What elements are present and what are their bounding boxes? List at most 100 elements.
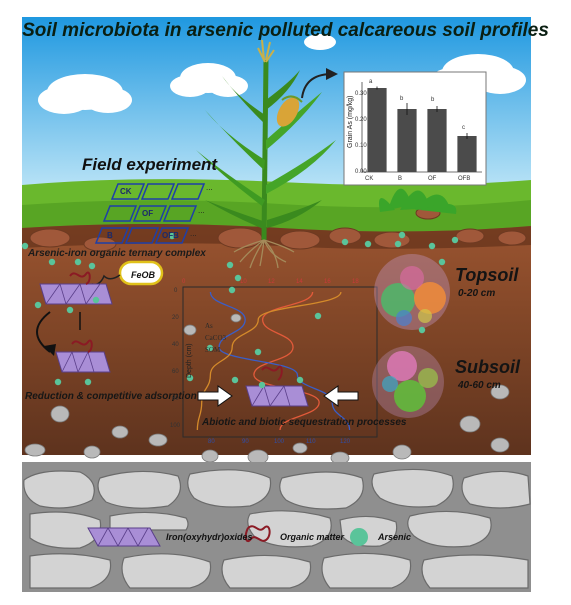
bar-xtick-b: B	[398, 176, 403, 182]
bar-ytick-1: 0.20	[355, 117, 367, 123]
legend-organic-label: Organic matter	[280, 532, 345, 542]
arsenic-dot-10	[428, 242, 436, 250]
depth-ytick-80: 80	[172, 396, 179, 402]
bottom-tick-0: 80	[208, 439, 215, 445]
plot-of	[132, 205, 168, 222]
bar-ytick-3: 0.00	[355, 169, 367, 175]
depth-chart-ylabel: Depth (cm)	[186, 343, 193, 378]
plot-label-b: B	[107, 231, 113, 240]
depth-ytick-20: 20	[172, 315, 179, 321]
complex-label: Arsenic-iron organic ternary complex	[28, 248, 206, 259]
arsenic-dot-25	[66, 306, 74, 314]
top-tick-0: 0	[182, 279, 186, 285]
arsenic-dot-27	[228, 286, 236, 294]
subsoil-microbial-network-icon	[372, 346, 444, 418]
diagram-title: Soil microbiota in arsenic polluted calc…	[22, 20, 549, 41]
plot-ofb	[154, 227, 190, 244]
arsenic-dot-0	[21, 242, 29, 250]
arsenic-particles	[21, 231, 459, 389]
reduction-cycle-arrow	[36, 311, 51, 353]
legend-organic-icon	[244, 525, 271, 542]
legend-iron-swatch	[87, 527, 161, 547]
arsenic-dot-8	[364, 240, 372, 248]
legend-arsenic-label: Arsenic	[378, 532, 412, 542]
bar-of	[427, 109, 447, 172]
depth-ytick-60: 60	[172, 369, 179, 375]
bar-xtick-ofb: OFB	[458, 176, 471, 182]
arsenic-dot-20	[394, 240, 402, 248]
bar-xtick-ck: CK	[365, 176, 374, 182]
plot-label-of: OF	[142, 209, 154, 218]
bar-ytick-2: 0.10	[355, 143, 367, 149]
legend-iron-label: Iron(oxyhydr)oxides	[166, 532, 253, 542]
cloud-middle-icon	[170, 63, 248, 97]
iron-oxide-middle-icon	[55, 339, 111, 373]
plot-dots-1: ...	[206, 183, 213, 192]
plot-label-ofb: OFB	[162, 231, 179, 240]
depth-ytick-0: 0	[174, 288, 178, 294]
subsoil-label: Subsoil	[455, 357, 521, 377]
bar-letter-2: b	[431, 97, 435, 103]
arsenic-dot-1	[48, 258, 56, 266]
depth-ytick-40: 40	[172, 342, 179, 348]
arsenic-dot-14	[314, 312, 322, 320]
topsoil-label: Topsoil	[455, 265, 519, 285]
depth-profile-chart	[196, 291, 351, 431]
arsenic-dot-9	[398, 231, 406, 239]
bar-letter-1: b	[400, 96, 404, 102]
bottom-tick-2: 100	[274, 439, 285, 445]
bottom-tick-4: 120	[340, 439, 351, 445]
arsenic-dot-13	[341, 238, 349, 246]
bar-ytick-0: 0.30	[355, 91, 367, 97]
arsenic-dot-24	[84, 378, 92, 386]
bar-letter-3: c	[462, 125, 465, 131]
plot-b	[94, 227, 130, 244]
topsoil-depth: 0-20 cm	[458, 288, 496, 299]
reduction-label: Reduction & competitive adsorption	[25, 391, 197, 402]
bar-ofb	[457, 136, 477, 172]
arsenic-dot-5	[34, 301, 42, 309]
arsenic-dot-7	[234, 274, 242, 282]
legend-arsenic-dot	[350, 528, 368, 546]
feob-label: FeOB	[131, 270, 156, 280]
legend	[87, 525, 368, 547]
arsenic-dot-16	[254, 348, 262, 356]
arsenic-dot-21	[438, 258, 446, 266]
series-label-as: As	[205, 322, 213, 330]
arsenic-dot-3	[88, 262, 96, 270]
field-experiment-label: Field experiment	[82, 155, 218, 174]
depth-profile-panel	[182, 286, 378, 438]
bottom-tick-1: 90	[242, 439, 249, 445]
grain-arsenic-bar-chart	[361, 82, 482, 173]
plot-dots-3: ...	[190, 229, 197, 238]
arsenic-dot-12	[168, 232, 176, 240]
top-tick-2: 12	[268, 279, 275, 285]
bar-chart-ylabel: Grain As (mg/kg)	[347, 95, 354, 148]
arsenic-dot-11	[451, 236, 459, 244]
series-line-as	[253, 291, 320, 431]
top-tick-3: 14	[296, 279, 303, 285]
bedrock-layer	[22, 462, 531, 592]
series-line-caco3	[209, 291, 351, 431]
arsenic-dot-6	[226, 261, 234, 269]
plot-dots-2: ...	[198, 206, 205, 215]
arsenic-dot-17	[231, 376, 239, 384]
arsenic-dot-2	[74, 258, 82, 266]
sequestration-label: Abiotic and biotic sequestration process…	[202, 417, 407, 428]
plot-ck	[110, 183, 146, 200]
plot-label-ck: CK	[120, 187, 132, 196]
field-plot-grid	[94, 183, 206, 244]
roots-icon	[233, 239, 295, 269]
top-tick-1: 10	[240, 279, 247, 285]
arsenic-dot-18	[258, 381, 266, 389]
iron-oxide-center-icon	[245, 365, 309, 407]
depth-ytick-100: 100	[170, 423, 181, 429]
series-label-caco3: CaCO3	[205, 334, 226, 342]
arsenic-dot-15	[206, 344, 214, 352]
subsoil-depth: 40-60 cm	[458, 380, 501, 391]
cloud-left-icon	[38, 74, 132, 114]
arsenic-dot-26	[186, 374, 194, 382]
corn-plant-icon	[196, 39, 336, 241]
soil-pebbles	[24, 313, 510, 465]
